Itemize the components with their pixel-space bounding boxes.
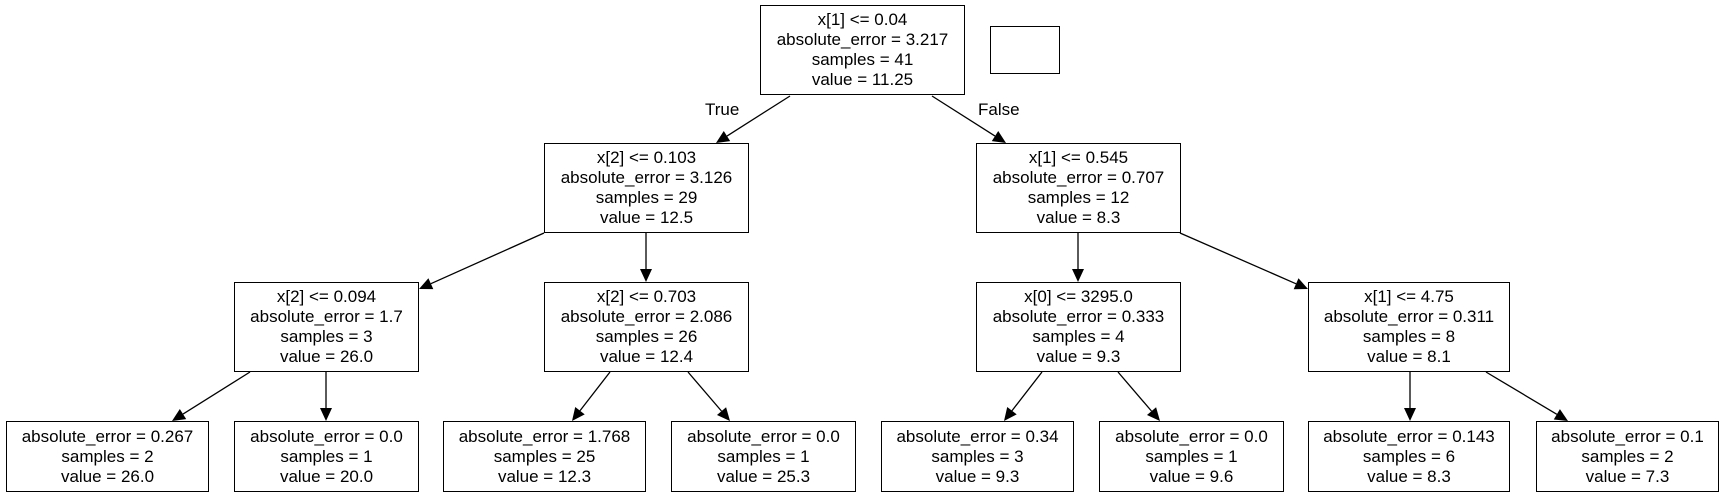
- arrowhead: [716, 130, 731, 143]
- node-text-line: samples = 2: [1581, 446, 1674, 466]
- node-text-line: value = 11.25: [811, 70, 914, 89]
- node-text-line: x[2] <= 0.103: [596, 148, 697, 167]
- node-text-line: absolute_error = 0.0: [687, 426, 840, 446]
- edge-line: [1485, 371, 1558, 415]
- node-text-line: absolute_error = 0.267: [21, 426, 194, 446]
- node-text-line: value = 7.3: [1585, 466, 1670, 486]
- edge-line: [430, 232, 545, 285]
- node-text-line: x[2] <= 0.094: [276, 287, 377, 306]
- edge-label-true: True: [705, 100, 740, 119]
- node-text-line: value = 8.3: [1036, 208, 1121, 227]
- node-text-line: value = 9.3: [1036, 347, 1121, 366]
- node-text-line: value = 20.0: [279, 466, 374, 486]
- node-text-line: absolute_error = 0.1: [1551, 426, 1704, 446]
- arrowhead: [572, 407, 585, 421]
- edge-line: [579, 371, 611, 412]
- arrowhead: [991, 130, 1006, 143]
- node-text-line: absolute_error = 1.7: [250, 307, 403, 326]
- node-text-line: absolute_error = 0.0: [250, 426, 403, 446]
- edge-line: [1117, 371, 1153, 412]
- arrowhead: [1072, 269, 1084, 282]
- node-text-line: absolute_error = 0.143: [1323, 426, 1495, 446]
- node-text-line: absolute_error = 0.707: [992, 168, 1165, 187]
- arrowhead: [1293, 278, 1308, 290]
- node-text-line: absolute_error = 0.0: [1115, 426, 1268, 446]
- arrowhead: [320, 408, 332, 421]
- arrowhead: [1146, 407, 1160, 421]
- node-text-line: absolute_error = 0.311: [1323, 307, 1495, 326]
- node-text-line: value = 26.0: [279, 347, 374, 366]
- node-text-line: samples = 3: [280, 327, 373, 346]
- node-text-line: absolute_error = 1.768: [458, 426, 631, 446]
- arrowhead: [1553, 409, 1568, 421]
- node-text-line: value = 12.3: [497, 466, 592, 486]
- edge-line: [1179, 232, 1297, 285]
- node-text-line: samples = 25: [493, 446, 596, 466]
- arrowhead: [640, 269, 652, 282]
- node-text-line: samples = 1: [1145, 446, 1238, 466]
- node-text-line: samples = 8: [1362, 327, 1456, 346]
- node-text-line: absolute_error = 3.217: [776, 30, 949, 49]
- edge-line: [182, 371, 251, 415]
- node-text-line: samples = 41: [811, 50, 914, 69]
- node-text-line: absolute_error = 2.086: [560, 307, 733, 326]
- node-text-line: x[1] <= 4.75: [1364, 287, 1454, 306]
- edge-line: [726, 95, 791, 137]
- node-text-line: samples = 1: [280, 446, 373, 466]
- node-text-line: samples = 4: [1032, 327, 1125, 346]
- edge-line: [931, 95, 996, 137]
- node-text-line: value = 12.5: [599, 208, 694, 227]
- node-text-line: samples = 3: [931, 446, 1024, 466]
- node-text-line: absolute_error = 3.126: [560, 168, 733, 187]
- node-text-line: value = 9.6: [1149, 466, 1234, 486]
- node-text-line: value = 25.3: [716, 466, 811, 486]
- node-text-line: samples = 1: [717, 446, 810, 466]
- node-text-line: x[0] <= 3295.0: [1024, 287, 1133, 306]
- node-text-line: absolute_error = 0.333: [992, 307, 1165, 326]
- node-text-line: value = 8.3: [1367, 466, 1451, 486]
- node-text-line: value = 9.3: [935, 466, 1020, 486]
- node-text-line: absolute_error = 0.34: [896, 426, 1059, 446]
- node-text-line: x[1] <= 0.545: [1028, 148, 1129, 167]
- edge-line: [1011, 371, 1043, 412]
- arrowhead: [716, 407, 730, 421]
- arrowhead: [1004, 407, 1017, 421]
- node-text-line: samples = 29: [595, 188, 698, 207]
- node-text-line: samples = 2: [61, 446, 154, 466]
- node-text-line: samples = 12: [1027, 188, 1130, 207]
- node-text-line: value = 26.0: [60, 466, 155, 486]
- arrowhead: [1404, 408, 1416, 421]
- arrowhead: [172, 409, 187, 421]
- node-text-line: samples = 6: [1362, 446, 1456, 466]
- empty-legend-box: [990, 26, 1060, 74]
- edge-label-false: False: [978, 100, 1020, 119]
- node-text-line: value = 8.1: [1367, 347, 1451, 366]
- edge-line: [687, 371, 723, 412]
- node-text-line: samples = 26: [595, 327, 698, 346]
- node-text-line: x[1] <= 0.04: [817, 10, 908, 29]
- node-text-line: x[2] <= 0.703: [596, 287, 697, 306]
- arrowhead: [419, 278, 434, 290]
- node-text-line: value = 12.4: [599, 347, 694, 366]
